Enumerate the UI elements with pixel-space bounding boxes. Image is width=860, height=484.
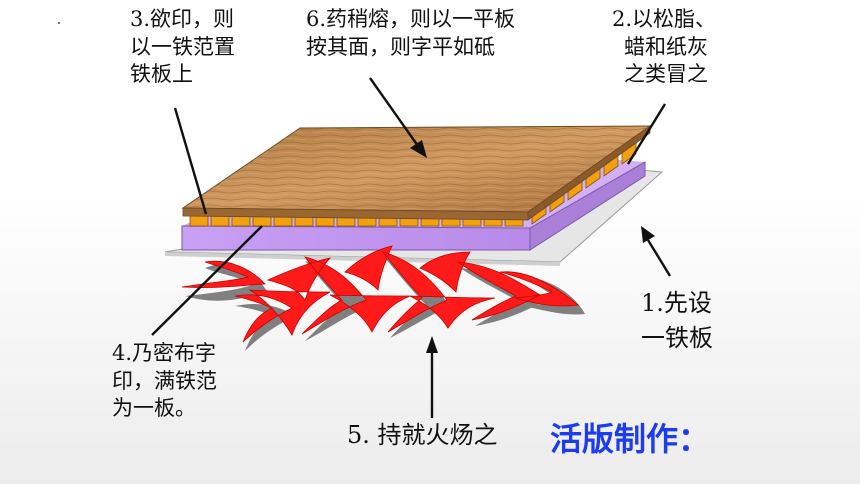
label-step6-line: 6.药稍熔，则以一平板 — [306, 7, 516, 31]
label-step1-line: 1.先设 — [641, 289, 712, 317]
label-step3-iron-frame: 3.欲印，则 以一铁范置 铁板上 — [130, 6, 235, 89]
label-step4-line: 为一板。 — [112, 396, 196, 421]
label-step2-line: 2.以松脂、 — [612, 7, 717, 31]
arrow-step6-shaft — [369, 77, 419, 147]
arrow-step6-head — [410, 140, 427, 158]
label-step6-flatten: 6.药稍熔，则以一平板 按其面，则字平如砥 — [306, 6, 515, 61]
pointer-line-step4 — [151, 225, 263, 336]
arrow-step1-shaft — [646, 239, 672, 277]
label-step3-line: 3.欲印，则 — [130, 7, 235, 31]
label-step4-arrange-type: 4.乃密布字 印，满铁范 为一板。 — [112, 340, 217, 423]
decorative-dot — [58, 22, 60, 24]
label-step2-line: 之类冒之 — [624, 62, 708, 87]
label-step3-line: 铁板上 — [130, 62, 193, 87]
label-step4-line: 印，满铁范 — [112, 368, 217, 393]
flames — [181, 245, 585, 351]
arrow-step1-head — [641, 226, 655, 243]
label-step3-line: 以一铁范置 — [130, 34, 235, 59]
label-step2-coat: 2.以松脂、 蜡和纸灰 之类冒之 — [612, 6, 716, 89]
annotation-lines — [151, 103, 667, 336]
pointer-line-step3 — [173, 107, 208, 215]
annotation-arrows — [369, 77, 672, 418]
label-step1-line: 一铁板 — [641, 323, 713, 352]
label-step4-line: 4.乃密布字 — [112, 341, 217, 365]
label-step6-line: 按其面，则字平如砥 — [306, 34, 495, 59]
diagram-title: 活版制作： — [550, 420, 711, 458]
wood-board-grain — [183, 126, 650, 212]
label-step5-heat: 5. 持就火炀之 — [347, 421, 498, 449]
iron-plate-side — [529, 161, 646, 251]
iron-plate-front — [181, 225, 531, 251]
arrow-step5-head — [426, 336, 438, 353]
pointer-line-step2 — [626, 103, 667, 165]
label-step1-iron-plate: 1.先设 一铁板 — [641, 286, 713, 356]
wood-board-side — [527, 125, 651, 221]
label-step2-line: 蜡和纸灰 — [624, 34, 708, 59]
